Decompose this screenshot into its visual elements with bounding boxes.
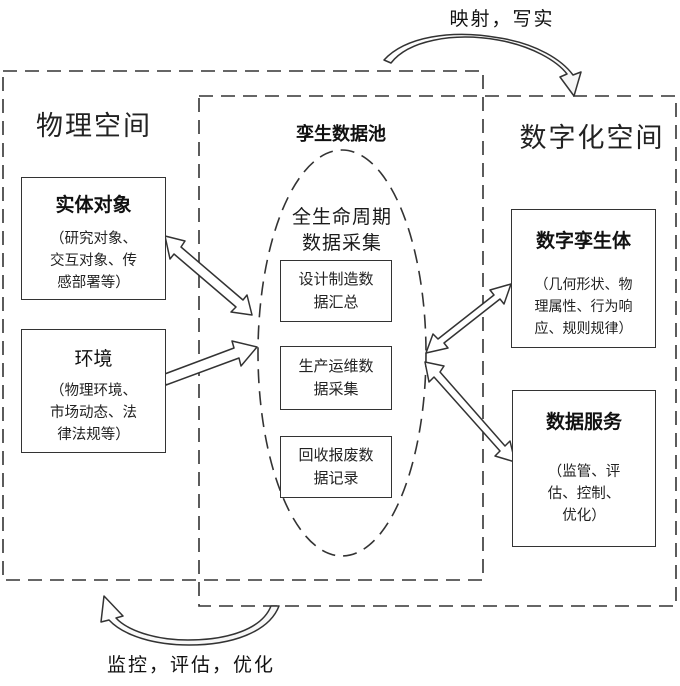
pool-item-design: 设计制造数 据汇总	[280, 260, 392, 322]
curved-arrow-top	[383, 33, 582, 97]
data-service-box: 数据服务 （监管、评 估、控制、 优化）	[512, 390, 656, 547]
environment-title: 环境	[74, 348, 113, 370]
digital-space-region	[198, 95, 677, 607]
bottom-caption: 监控，评估，优化	[106, 654, 275, 676]
top-caption: 映射，写实	[449, 8, 555, 30]
pool-item-production: 生产运维数 据采集	[280, 346, 392, 410]
pool-item-design-label: 设计制造数 据汇总	[298, 270, 374, 311]
arrow-entity-pool	[164, 235, 253, 316]
arrow-pool-twin	[425, 283, 512, 354]
digital-twin-title: 数字孪生体	[535, 230, 631, 252]
digital-twin-desc: （几何形状、物 理属性、行为响 应、规则规律）	[534, 277, 633, 337]
environment-desc: （物理环境、 市场动态、法 律法规等）	[50, 383, 137, 443]
entity-desc: （研究对象、 交互对象、传 感部署等）	[50, 231, 137, 291]
physical-space-title: 物理空间	[36, 111, 152, 142]
curved-arrow-bottom	[100, 595, 280, 646]
entity-box: 实体对象 （研究对象、 交互对象、传 感部署等）	[21, 177, 166, 300]
lifecycle-title: 全生命周期 数据采集	[291, 206, 392, 254]
pool-item-recycle: 回收报废数 据记录	[280, 436, 392, 498]
digital-twin-box: 数字孪生体 （几何形状、物 理属性、行为响 应、规则规律）	[511, 209, 656, 348]
data-service-title: 数据服务	[545, 411, 622, 433]
physical-space-region	[2, 70, 484, 581]
environment-box: 环境 （物理环境、 市场动态、法 律法规等）	[21, 329, 166, 453]
arrow-pool-service	[424, 361, 516, 463]
twin-data-pool-title: 孪生数据池	[296, 124, 386, 145]
pool-item-production-label: 生产运维数 据采集	[298, 357, 374, 398]
arrow-environment-pool	[161, 340, 258, 386]
data-service-desc: （监管、评 估、控制、 优化）	[547, 464, 621, 524]
pool-item-recycle-label: 回收报废数 据记录	[298, 446, 374, 487]
entity-title: 实体对象	[55, 194, 132, 216]
digital-space-title: 数字化空间	[519, 123, 665, 154]
